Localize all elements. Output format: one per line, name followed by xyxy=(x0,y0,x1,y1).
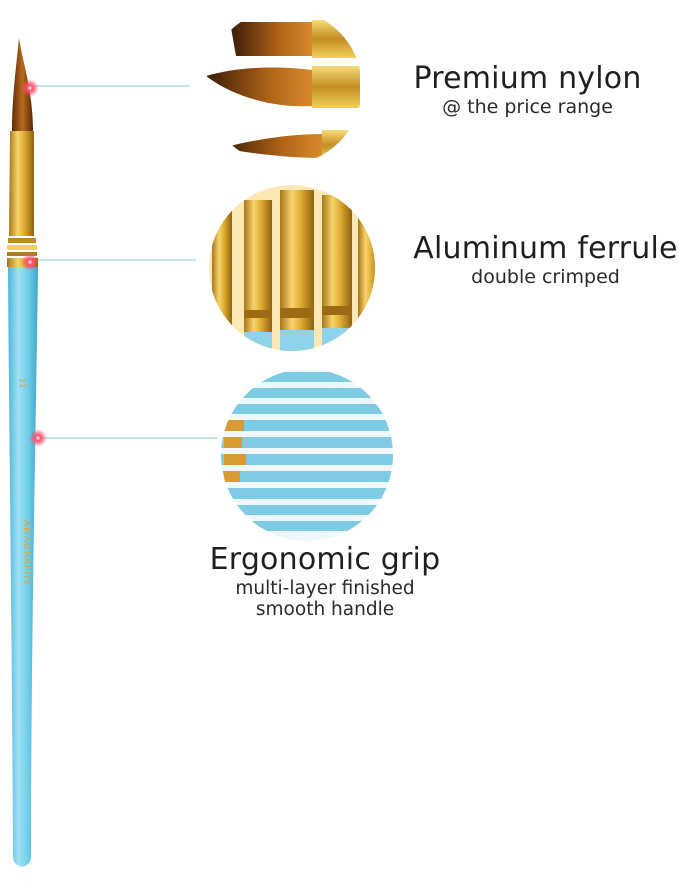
ferrule-detail-image xyxy=(209,185,375,351)
feature-grip-title: Ergonomic grip xyxy=(209,542,441,577)
feature-grip: Ergonomic grip multi-layer finished smoo… xyxy=(200,542,450,620)
feature-nylon-subtitle: @ the price range xyxy=(442,95,613,118)
paint-brush: AMAGRAPHY 11 xyxy=(7,38,38,867)
feature-nylon-title: Premium nylon xyxy=(413,61,642,96)
handle-detail-image xyxy=(221,369,393,541)
handle-size-label: 11 xyxy=(18,378,27,388)
bristle-detail-image xyxy=(206,9,362,165)
feature-ferrule: Aluminum ferrule double crimped xyxy=(408,231,679,288)
feature-grip-subtitle-line2: smooth handle xyxy=(255,598,395,620)
feature-ferrule-title: Aluminum ferrule xyxy=(413,231,678,266)
feature-grip-subtitle-line1: multi-layer finished xyxy=(235,577,415,599)
feature-ferrule-subtitle: double crimped xyxy=(471,265,620,288)
handle-brand-label: AMAGRAPHY xyxy=(21,520,31,586)
pointer-lines xyxy=(34,85,218,439)
pointer-dots xyxy=(21,79,47,447)
feature-nylon: Premium nylon @ the price range xyxy=(410,61,645,118)
